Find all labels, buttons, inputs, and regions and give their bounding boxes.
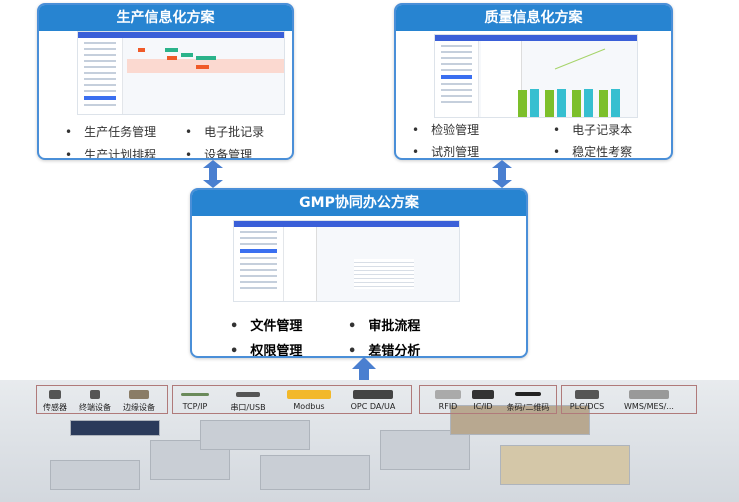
bar-chart-thumbnail	[518, 89, 620, 117]
production-title: 生产信息化方案	[39, 5, 292, 31]
group-protocols: TCP/IP 串口/USB Modbus OPC DA/UA	[172, 385, 412, 414]
device-label: 串口/USB	[230, 403, 266, 412]
up-arrow-icon	[352, 357, 376, 381]
device-label: Modbus	[293, 402, 325, 411]
quality-item-2: 电子记录本	[553, 121, 632, 138]
quality-title: 质量信息化方案	[396, 5, 671, 31]
quality-item-4: 稳定性考察	[553, 143, 632, 158]
gmp-item-2: 审批流程	[348, 315, 420, 334]
device-label: RFID	[438, 402, 458, 411]
production-item-3: 生产计划排程	[65, 146, 156, 158]
device-label: 终端设备	[79, 403, 111, 412]
quality-screenshot	[434, 34, 638, 118]
gmp-item-4: 差错分析	[348, 340, 420, 356]
gmp-card: GMP协同办公方案 文件管理 审批流程 权限管理 差错分析	[190, 188, 528, 358]
production-card: 生产信息化方案 生产任务管理 电子批记录 生产计划排程 设备管理	[37, 3, 294, 160]
device-label: PLC/DCS	[569, 402, 605, 411]
device-layer: 传感器 终端设备 边缘设备 TCP/IP 串口/USB Modbus OPC D…	[0, 380, 739, 502]
gmp-item-3: 权限管理	[230, 340, 302, 356]
gmp-item-1: 文件管理	[230, 315, 302, 334]
device-label: WMS/MES/...	[624, 402, 674, 411]
production-screenshot	[77, 31, 285, 115]
production-item-2: 电子批记录	[185, 123, 264, 140]
device-label: OPC DA/UA	[350, 402, 396, 411]
gmp-screenshot	[233, 220, 460, 302]
production-item-4: 设备管理	[185, 146, 252, 158]
quality-item-1: 检验管理	[412, 121, 479, 138]
production-item-1: 生产任务管理	[65, 123, 156, 140]
double-arrow-icon	[492, 160, 512, 188]
device-label: 条码/二维码	[506, 403, 550, 412]
group-identification: RFID IC/ID 条码/二维码	[419, 385, 557, 414]
double-arrow-icon	[203, 160, 223, 188]
group-sensors: 传感器 终端设备 边缘设备	[36, 385, 168, 414]
gmp-title: GMP协同办公方案	[192, 190, 526, 216]
device-label: IC/ID	[473, 402, 493, 411]
device-label: 边缘设备	[123, 403, 155, 412]
group-systems: PLC/DCS WMS/MES/...	[561, 385, 697, 414]
quality-card: 质量信息化方案 检验管理 电子记录本 试剂管理 稳定性考察	[394, 3, 673, 160]
device-label: 传感器	[43, 403, 67, 412]
quality-item-3: 试剂管理	[412, 143, 479, 158]
device-label: TCP/IP	[182, 402, 208, 411]
